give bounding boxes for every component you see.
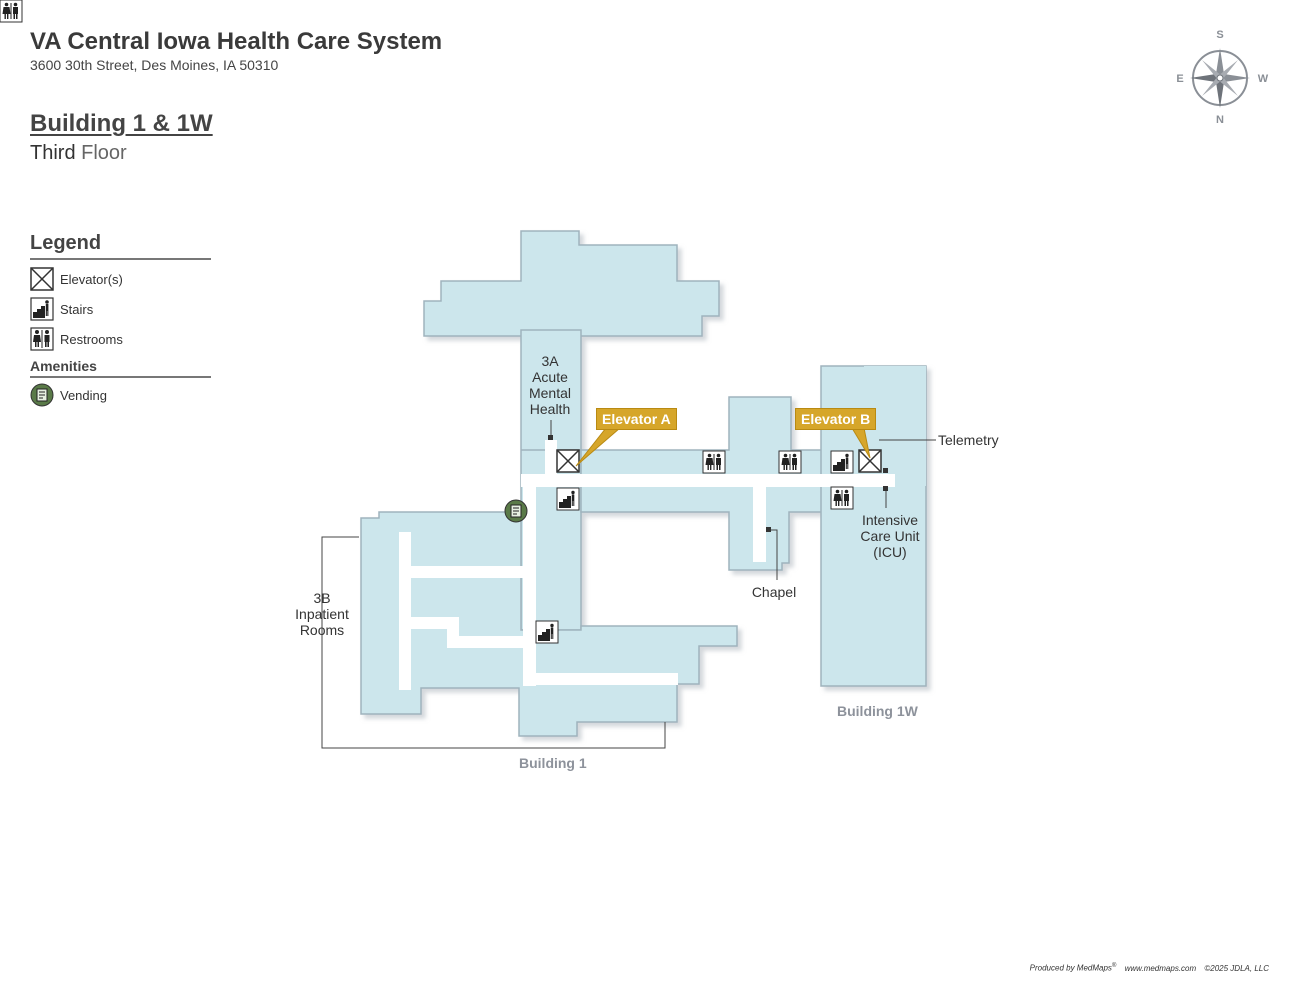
elevator-a (556, 449, 580, 473)
corridor-spine (523, 474, 536, 686)
north-wing (423, 230, 720, 337)
label-3a-acute-mental-health: 3A Acute Mental Health (510, 353, 590, 417)
stairs-icon-spine-south (535, 620, 559, 644)
label-3a-line1: 3A (541, 353, 559, 369)
label-3a-line2: Acute (532, 369, 568, 385)
legend-label-elevator: Elevator(s) (60, 271, 123, 287)
label-building-1: Building 1 (519, 755, 587, 771)
label-icu-line3: (ICU) (873, 544, 907, 560)
legend: Legend Elevator(s) Stairs (30, 232, 211, 410)
compass-e: E (1176, 73, 1183, 85)
leader-lines (321, 420, 936, 749)
facility-address: 3600 30th Street, Des Moines, IA 50310 (30, 57, 279, 73)
floor-title: Third Floor (30, 142, 127, 165)
leader-dots (548, 435, 888, 532)
restroom-icon-3 (830, 486, 854, 510)
corridor-3b-lower-b (447, 636, 527, 648)
elevator-b-callout: Elevator B (795, 408, 877, 430)
dot-telemetry (883, 468, 888, 473)
label-3a-line3: Mental (528, 385, 572, 401)
label-3b-inpatient-rooms: 3B Inpatient Rooms (282, 590, 362, 638)
label-icu: Intensive Care Unit (ICU) (845, 512, 935, 560)
corridor-3b-middle (399, 566, 523, 578)
restroom-icon-1 (702, 450, 726, 474)
corridor-main-east-west (521, 474, 895, 487)
label-icu-line2: Care Unit (860, 528, 920, 544)
corridor-chapel (753, 474, 766, 562)
label-3b-line1: 3B (313, 590, 331, 606)
compass-n: N (1216, 114, 1224, 126)
legend-item-stairs: Stairs (30, 294, 211, 324)
label-icu-line1: Intensive (861, 512, 919, 528)
building-title: Building 1 & 1W (30, 110, 213, 137)
label-3a-line4: Health (529, 401, 571, 417)
compass-s: S (1216, 29, 1223, 41)
corridor-3b-link (447, 617, 459, 648)
elevator-b (858, 449, 882, 473)
dot-3a (548, 435, 553, 440)
compass-rose: S E W N (1176, 29, 1269, 126)
map-title: VA Central Iowa Health Care System (30, 28, 443, 55)
corridor-3b-lower-a (399, 617, 459, 629)
elevator-a-callout: Elevator A (596, 408, 677, 430)
restroom-icon-2 (778, 450, 802, 474)
legend-label-vending: Vending (60, 387, 107, 403)
label-3b-line2: Inpatient (295, 606, 349, 622)
footer-copyright: ©2025 JDLA, LLC (1204, 963, 1269, 973)
dot-chapel (766, 527, 771, 532)
vending-icon (30, 383, 54, 407)
footer-produced: Produced by MedMaps (1029, 963, 1112, 973)
legend-label-stairs: Stairs (60, 301, 94, 317)
label-3b-line3: Rooms (299, 622, 345, 638)
footer-credits: Produced by MedMaps® www.medmaps.com ©20… (1029, 963, 1269, 973)
corridor-3b-west (399, 532, 411, 690)
label-telemetry: Telemetry (938, 432, 999, 448)
compass-w: W (1258, 73, 1269, 85)
corridors (399, 440, 895, 690)
legend-title: Legend (30, 232, 211, 260)
floor-word: Floor (81, 142, 127, 164)
legend-item-vending: Vending (30, 380, 211, 410)
elevator-icon (30, 267, 54, 291)
restroom-icon (0, 0, 23, 23)
leader-chapel (769, 529, 778, 580)
floor-number: Third (30, 142, 76, 164)
stairs-icon-east (830, 450, 854, 474)
stairs-icon-spine-north (556, 487, 580, 511)
restroom-icon (30, 327, 54, 351)
inpatient-bracket (321, 536, 666, 749)
corridor-south (523, 673, 678, 685)
dot-icu (883, 486, 888, 491)
footer-url: www.medmaps.com (1124, 963, 1197, 973)
corridor-3a-stub (545, 440, 557, 475)
legend-item-restroom: Restrooms (30, 324, 211, 354)
label-building-1w: Building 1W (837, 703, 918, 719)
label-chapel: Chapel (751, 584, 797, 600)
legend-label-restroom: Restrooms (60, 331, 123, 347)
stairs-icon (30, 297, 54, 321)
amenities-title: Amenities (30, 358, 211, 378)
legend-item-elevator: Elevator(s) (30, 264, 211, 294)
vending-icon (504, 499, 528, 523)
